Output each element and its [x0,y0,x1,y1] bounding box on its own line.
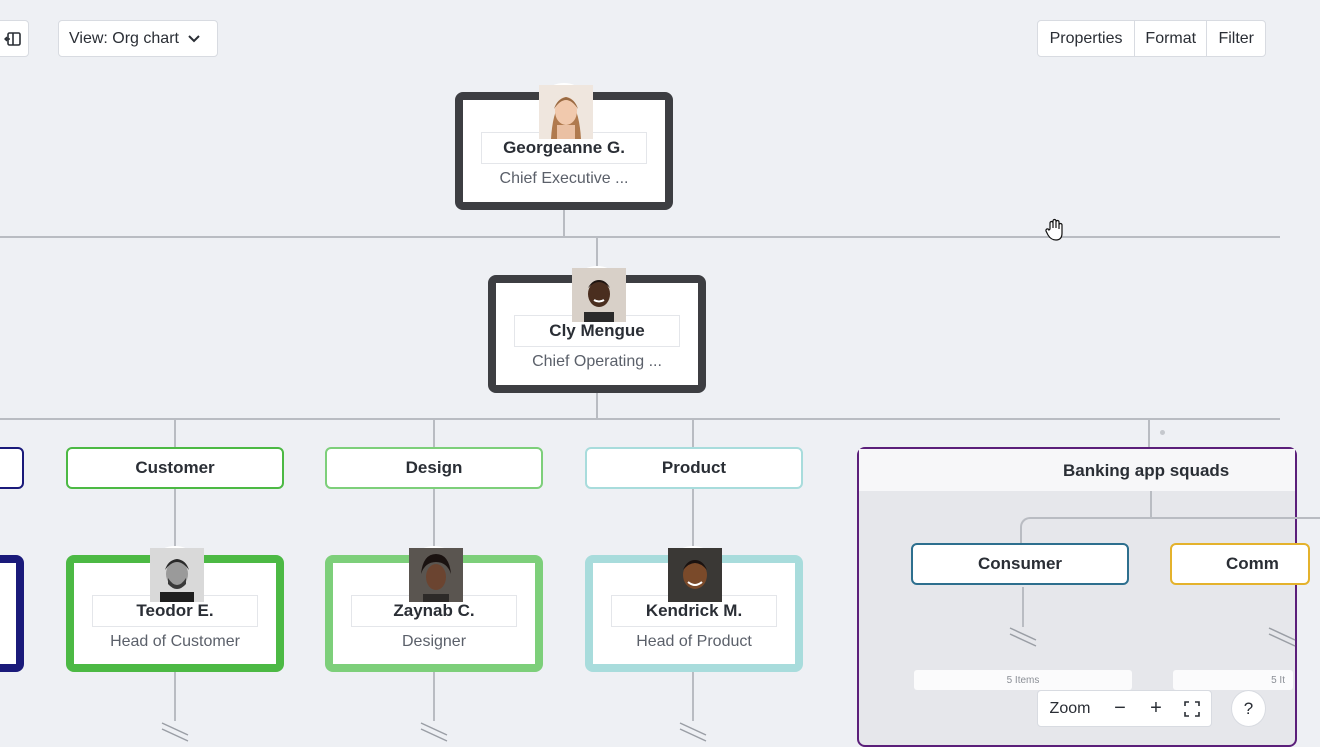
zoom-out-button[interactable]: − [1114,697,1126,719]
dept-customer[interactable]: Customer [66,447,284,489]
squad-commercial[interactable]: Comm [1170,543,1310,585]
connector-line [0,418,1280,420]
connector-line [692,489,694,555]
avatar [148,546,204,602]
fullscreen-button[interactable] [1174,691,1210,726]
connector-line [1150,491,1152,517]
collapsed-branch-icon[interactable] [419,715,449,742]
connector-line [1020,517,1320,543]
collapsed-branch-icon[interactable] [678,715,708,742]
connector-line [596,391,598,418]
chevron-down-icon [188,34,200,42]
connector-line [433,671,435,721]
sidebar-toggle-icon [3,31,21,46]
panel-toolbar: Properties Format Filter [1037,20,1266,57]
person-role: Chief Executive ... [499,170,629,187]
zoom-in-button[interactable]: + [1150,697,1162,719]
view-dropdown[interactable]: View: Org chart [58,20,218,57]
person-role: Designer [401,633,467,650]
squads-group[interactable]: Banking app squads 5 Items 5 It [857,447,1320,747]
connector-line [174,671,176,721]
dept-design[interactable]: Design [325,447,543,489]
zoom-label: Zoom [1049,699,1091,717]
connector-line [596,238,598,276]
collapsed-branch-icon[interactable] [1267,624,1297,649]
person-role: Head of Customer [110,633,240,650]
designer-card[interactable]: Zaynab C. Designer [325,555,543,672]
person-role: Head of Product [636,633,752,650]
person-card-partial[interactable] [0,555,24,672]
view-dropdown-label: View: Org chart [69,29,179,47]
connector-line [0,236,1280,238]
squad-commercial-label: Comm [1226,554,1279,573]
connector-line [1022,587,1024,627]
help-icon: ? [1243,698,1254,718]
squads-group-header [859,449,1295,491]
squad-consumer[interactable]: Consumer [911,543,1129,585]
dept-card-partial[interactable] [0,447,24,489]
connector-line [1148,420,1150,448]
dept-product[interactable]: Product [585,447,803,489]
zoom-controls: Zoom − + [1037,690,1212,727]
filter-button[interactable]: Filter [1218,29,1254,47]
format-button[interactable]: Format [1135,21,1208,56]
connector-line [692,420,694,448]
connector-line [563,208,565,236]
connector-line [692,671,694,721]
items-count[interactable]: 5 Items [914,670,1132,690]
avatar [407,546,463,602]
avatar [570,266,626,322]
anchor-dot [1160,430,1165,435]
connector-line [433,420,435,448]
properties-button[interactable]: Properties [1038,21,1136,56]
person-role: Chief Operating ... [532,353,662,370]
avatar [666,546,722,602]
fullscreen-icon [1184,700,1200,717]
collapsed-branch-icon[interactable] [1008,624,1038,649]
sidebar-toggle-button[interactable] [0,20,29,57]
connector-line [174,489,176,555]
items-count[interactable]: 5 It [1173,670,1293,690]
help-button[interactable]: ? [1231,690,1266,727]
connector-line [174,420,176,448]
connector-line [433,489,435,555]
avatar [537,83,593,139]
squads-group-title: Banking app squads [1063,461,1230,480]
collapsed-branch-icon[interactable] [160,715,190,742]
hand-cursor-icon [1045,218,1063,241]
